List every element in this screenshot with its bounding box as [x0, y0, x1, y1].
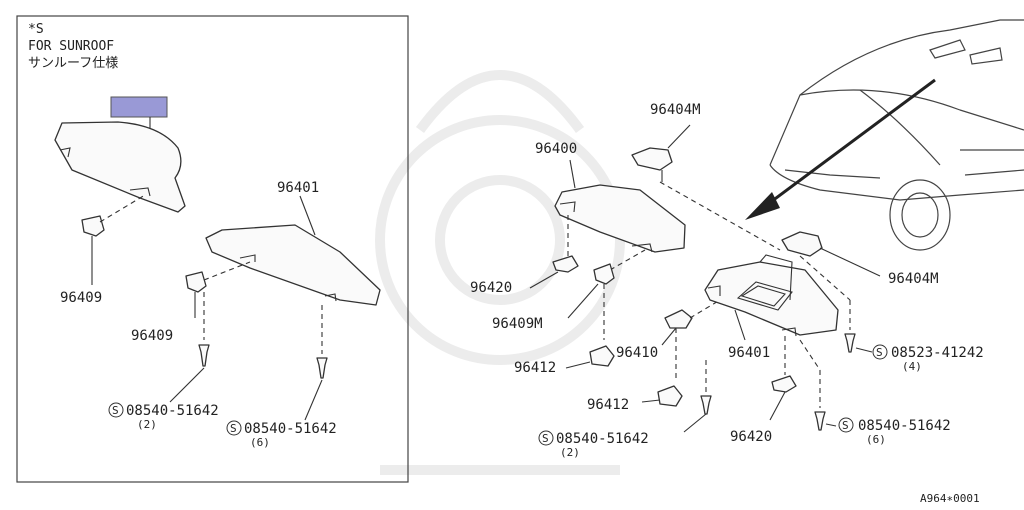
label-screw-left-qty: (2)	[560, 446, 580, 459]
cap-96412-b	[657, 385, 683, 407]
label-screw-right: 08523-41242	[891, 345, 984, 361]
screw-center	[814, 411, 826, 431]
direction-arrow	[759, 78, 936, 212]
label-screw-center-qty: (6)	[866, 433, 886, 446]
screw-left	[700, 395, 712, 415]
label-inset-96409-b: 96409	[131, 328, 173, 344]
inset-frame	[16, 15, 409, 483]
label-screw-right-qty: (4)	[902, 360, 922, 373]
visor-96401	[704, 261, 839, 336]
inset-code: *S	[28, 22, 44, 37]
circle-s-main-r: S	[876, 346, 883, 359]
clip-96420-right	[771, 375, 797, 393]
clip-96404m-right	[781, 231, 823, 257]
cap-96412-a	[589, 345, 615, 367]
label-96420-left: 96420	[470, 280, 512, 296]
label-inset-screw-b-qty: (6)	[250, 436, 270, 449]
circle-s-inset-b: S	[230, 422, 237, 435]
screw-right	[844, 333, 856, 353]
label-96410: 96410	[616, 345, 658, 361]
inset-title-jp: サンルーフ仕様	[28, 56, 118, 71]
watermark-emblem	[375, 70, 625, 475]
clip-96420-left	[552, 255, 579, 273]
label-96401: 96401	[728, 345, 770, 361]
label-inset-screw-a: 08540-51642	[126, 403, 219, 419]
label-inset-96401: 96401	[277, 180, 319, 196]
bracket-96409m	[593, 263, 615, 285]
label-inset-96409-a: 96409	[60, 290, 102, 306]
label-96412-b: 96412	[587, 397, 629, 413]
label-96409m: 96409M	[492, 316, 543, 332]
circle-s-main-c: S	[842, 419, 849, 432]
label-screw-left: 08540-51642	[556, 431, 649, 447]
label-96400: 96400	[535, 141, 577, 157]
label-96404m-top: 96404M	[650, 102, 701, 118]
highlight-label-box	[110, 96, 168, 118]
label-96420-right: 96420	[730, 429, 772, 445]
inset-bracket-a	[81, 215, 105, 237]
inset-screw-b	[316, 357, 328, 379]
inset-visor-lower	[205, 224, 381, 306]
inset-bracket-b	[185, 271, 207, 293]
label-96404m-right: 96404M	[888, 271, 939, 287]
clip-96404m-top	[631, 147, 673, 171]
circle-s-inset-a: S	[112, 404, 119, 417]
inset-title: FOR SUNROOF	[28, 39, 114, 54]
visor-96400	[554, 184, 686, 253]
car-outline	[769, 19, 1024, 251]
circle-s-main-l: S	[542, 432, 549, 445]
label-inset-screw-b: 08540-51642	[244, 421, 337, 437]
figure-code: A964∗0001	[920, 492, 980, 505]
inset-visor-upper	[54, 121, 186, 213]
inset-screw-a	[198, 344, 210, 367]
label-screw-center: 08540-51642	[858, 418, 951, 434]
label-inset-screw-a-qty: (2)	[137, 418, 157, 431]
bracket-96410	[664, 309, 693, 329]
label-96412-a: 96412	[514, 360, 556, 376]
